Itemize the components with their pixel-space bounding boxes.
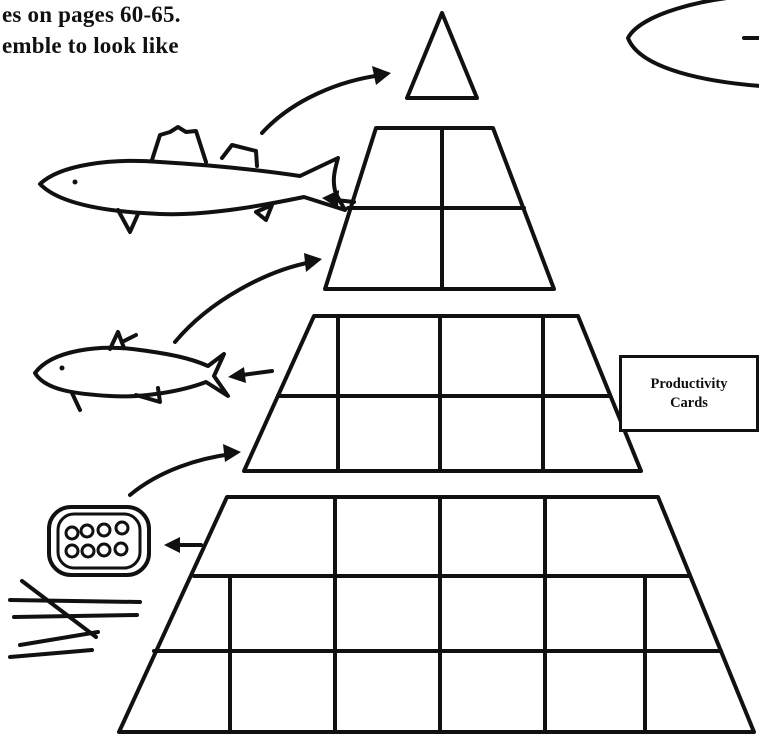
arrow-plankton-to-tier-3 [130,444,241,495]
large-fish-icon [40,127,345,232]
partial-oval [628,0,759,86]
detritus-sticks-icon [10,581,140,657]
arrow-tier-3-to-small-fish [228,367,272,383]
pyramid-tier-3 [244,316,641,471]
small-fish-icon [35,332,228,410]
pyramid-tier-4 [119,497,754,732]
productivity-card-line-1: Productivity [650,375,727,394]
pyramid-apex-triangle [407,13,477,98]
arrow-small-fish-to-tier-2 [175,253,322,342]
productivity-cards-box: Productivity Cards [619,355,759,432]
plankton-icon [49,507,149,575]
arrow-tier-4-to-plankton [164,537,201,553]
pyramid-tier-2 [325,128,554,289]
arrow-large-fish-to-apex [262,66,391,133]
productivity-card-line-2: Cards [670,394,708,413]
